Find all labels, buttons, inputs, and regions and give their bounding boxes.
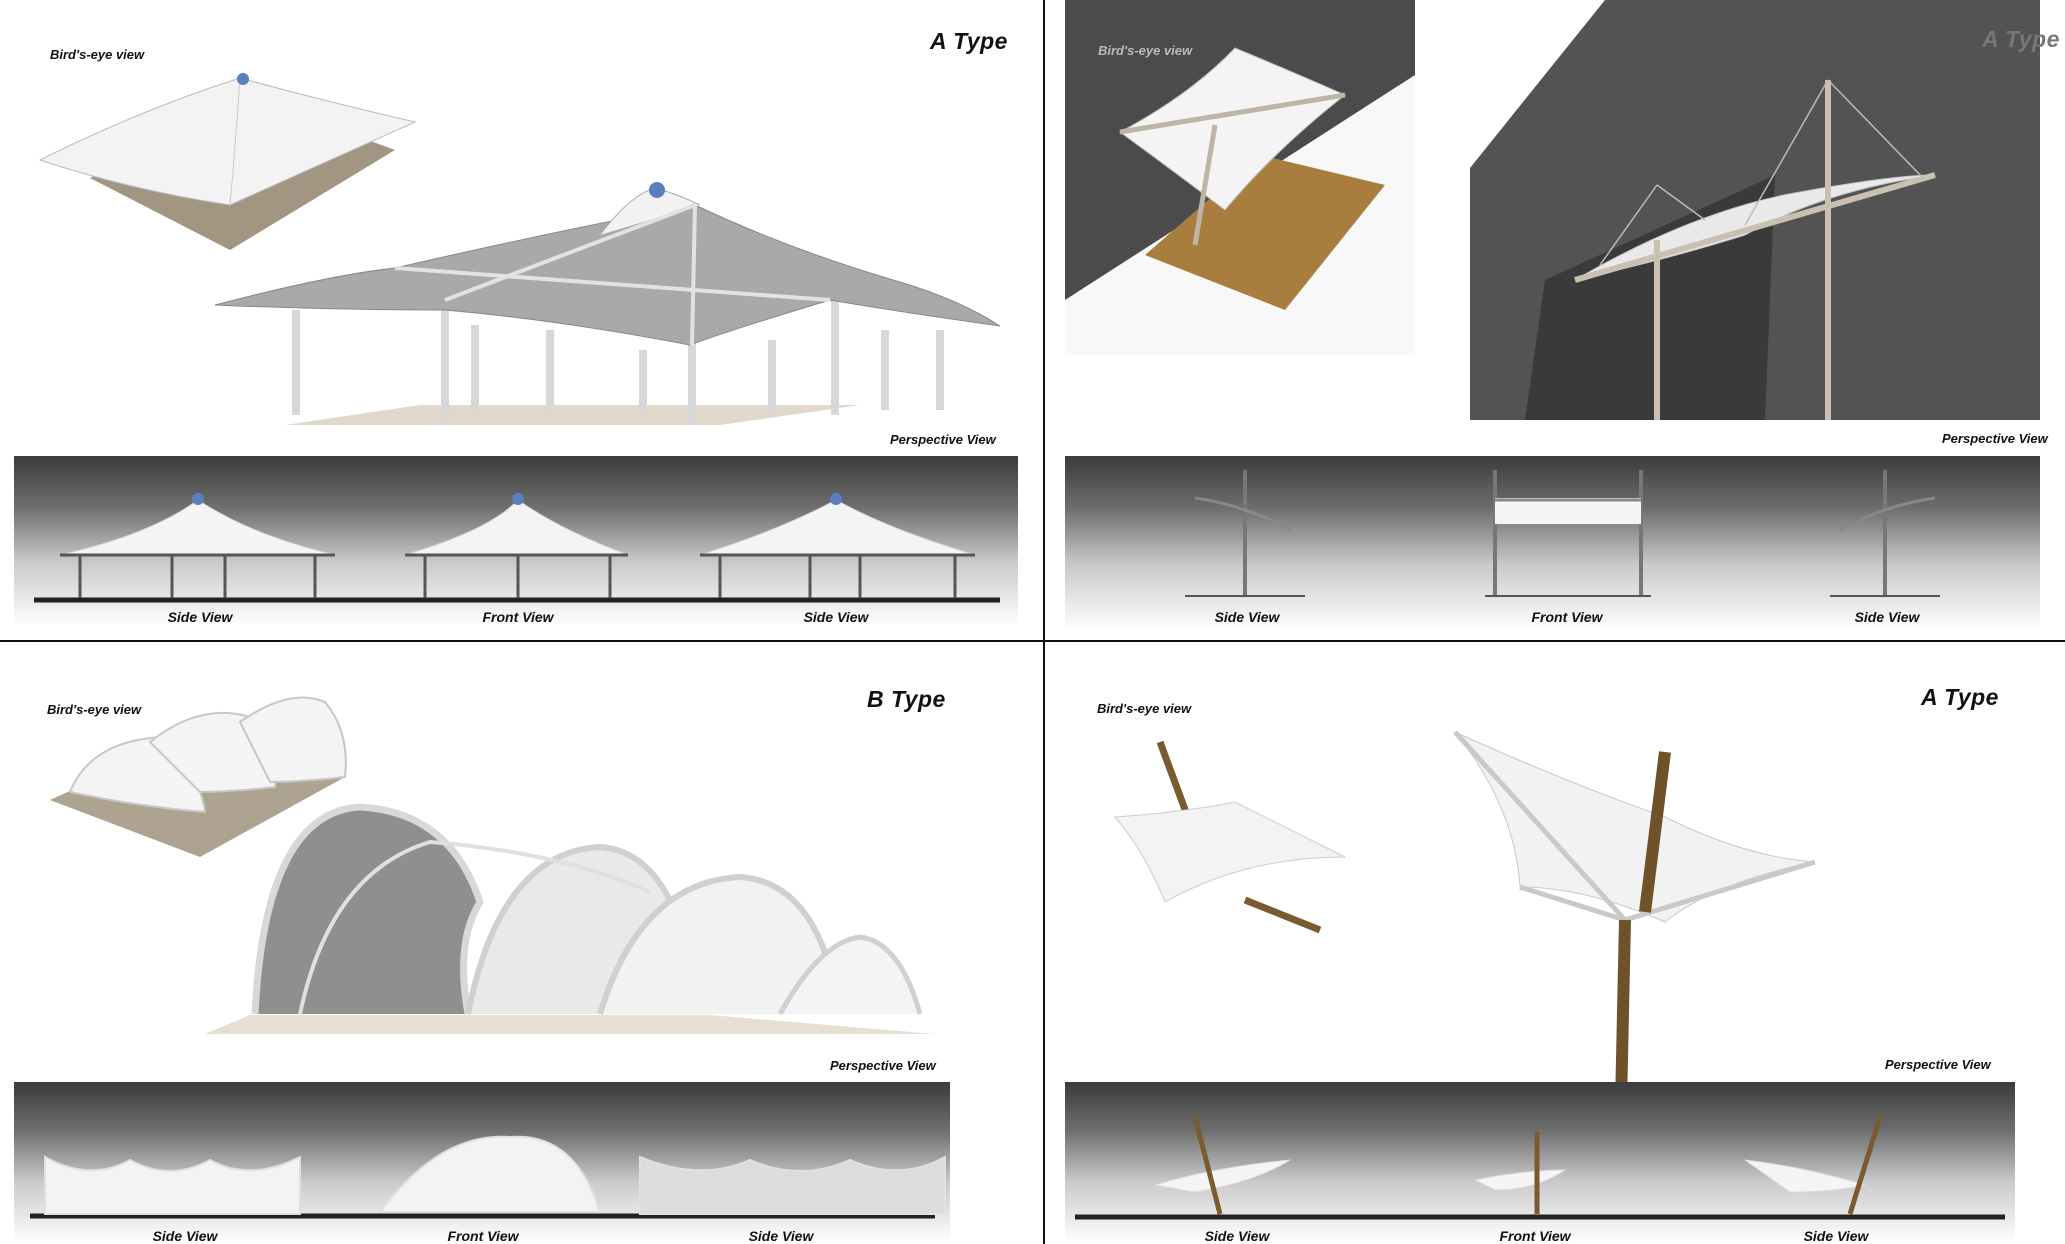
horizontal-divider xyxy=(0,640,2065,642)
elevation-strip xyxy=(1065,456,2040,631)
birds-eye-label: Bird's-eye view xyxy=(47,702,142,717)
front-view-label: Front View xyxy=(1531,609,1603,625)
perspective-render xyxy=(214,182,1001,425)
side-view-label: Side View xyxy=(1803,1228,1869,1244)
side-view-label: Side View xyxy=(167,609,233,625)
panel-a-type-wall-canopy: Bird's-eye view A Type Perspective View … xyxy=(1045,0,2065,640)
elevation-drawings xyxy=(30,1135,946,1219)
side-view-label: Side View xyxy=(1854,609,1920,625)
birds-eye-sail xyxy=(1113,801,1346,903)
perspective-label: Perspective View xyxy=(890,432,996,447)
side-view-label: Side View xyxy=(1204,1228,1270,1244)
panel-a-type-shade-sail: A Type Bird's-eye view Perspective View xyxy=(1045,642,2065,1244)
perspective-arch-3 xyxy=(597,873,843,1015)
birds-eye-render xyxy=(1065,0,1415,355)
side-view-label: Side View xyxy=(152,1228,218,1244)
birds-eye-cap xyxy=(237,73,249,85)
birds-eye-label: Bird's-eye view xyxy=(1098,43,1193,58)
side-view-label: Side View xyxy=(803,609,869,625)
perspective-label: Perspective View xyxy=(1885,1057,1991,1072)
perspective-render xyxy=(1470,0,2040,420)
panel-a-type-pavilion: A Type Bird's-eye view xyxy=(0,0,1043,640)
perspective-arch-4 xyxy=(777,934,923,1016)
perspective-label: Perspective View xyxy=(1942,431,2048,446)
birds-eye-label: Bird's-eye view xyxy=(50,47,145,62)
perspective-label: Perspective View xyxy=(830,1058,936,1073)
side-view-label: Side View xyxy=(1214,609,1280,625)
birds-eye-render xyxy=(50,696,347,857)
type-title: A Type xyxy=(1921,684,1999,710)
front-view-label: Front View xyxy=(447,1228,519,1244)
birds-eye-membrane xyxy=(38,77,417,206)
vertical-divider xyxy=(1043,0,1045,1244)
front-view-label: Front View xyxy=(482,609,554,625)
elevation-drawings xyxy=(34,493,1000,603)
render-sheet xyxy=(14,4,1018,456)
birds-eye-render xyxy=(1113,740,1346,934)
type-title: A Type xyxy=(1982,26,2060,52)
perspective-arch-1 xyxy=(251,803,484,1015)
front-view-label: Front View xyxy=(1499,1228,1571,1244)
panel-b-type-arch: B Type Bird's-eye view Perspective View … xyxy=(0,642,1043,1244)
type-title: B Type xyxy=(867,686,946,712)
birds-eye-render xyxy=(38,73,417,250)
perspective-render xyxy=(205,803,935,1034)
elevation-drawings xyxy=(1185,470,1940,597)
perspective-cap xyxy=(649,182,665,198)
side-view-label: Side View xyxy=(748,1228,814,1244)
elevation-drawings xyxy=(1075,1116,2005,1220)
type-title: A Type xyxy=(930,28,1008,54)
birds-eye-label: Bird's-eye view xyxy=(1097,701,1192,716)
perspective-roof xyxy=(214,204,1001,346)
